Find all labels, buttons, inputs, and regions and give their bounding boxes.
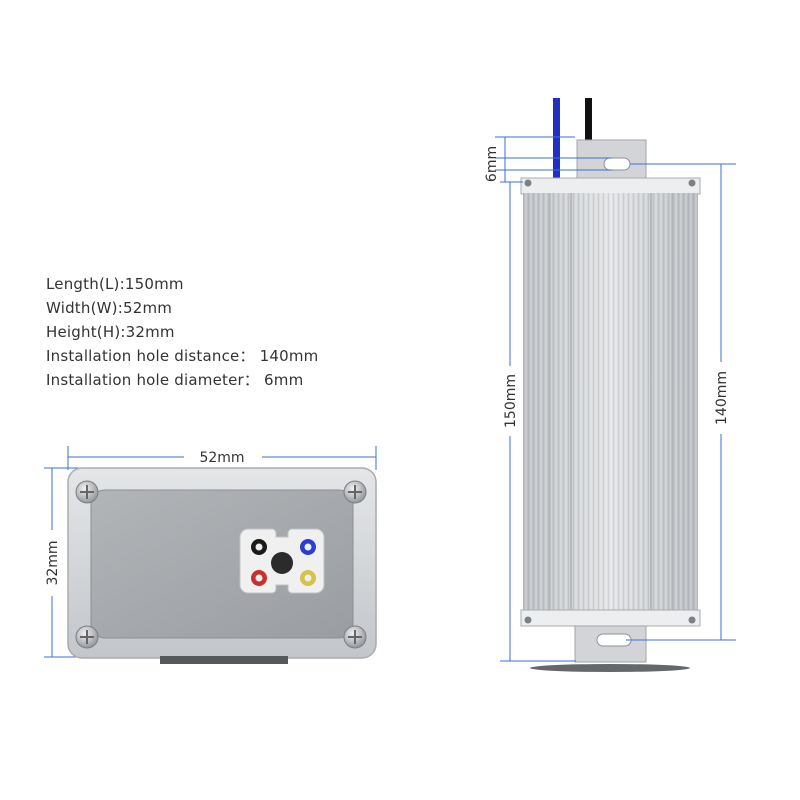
length-dimension: 150mm [500,181,576,662]
screw-icon [524,179,532,187]
terminal-block [239,528,325,594]
bottom-mount-hole [596,633,632,647]
center-grommet [271,552,293,574]
blue-wire [553,98,560,180]
front-height-label: 32mm [45,540,61,585]
hole-diameter-label: 6mm [484,146,500,182]
spec-height: Height(H):32mm [46,323,175,341]
front-view: 52mm 32mm [44,446,377,664]
screw-icon [75,480,99,504]
spec-width: Width(W):52mm [46,299,173,317]
front-panel [90,489,354,639]
terminal-red-icon [251,570,267,586]
screw-icon [688,179,696,187]
hole-distance-dimension: 140mm [626,163,736,641]
spec-hole-diameter: Installation hole diameter： 6mm [46,371,304,389]
hole-diameter-dimension: 6mm [484,136,612,182]
side-view: 6mm 150mm 140mm [484,98,736,672]
terminal-black-icon [251,539,267,555]
length-label: 150mm [503,374,519,428]
top-end-cap [520,177,701,195]
spec-hole-distance: Installation hole distance： 140mm [46,347,319,365]
front-width-dimension: 52mm [67,446,377,470]
front-base [160,656,288,664]
black-wire [585,98,592,180]
top-mount-hole [603,157,631,171]
screw-icon [343,625,367,649]
screw-icon [688,616,696,624]
terminal-blue-icon [300,539,316,555]
bottom-end-cap [520,609,701,627]
spec-length: Length(L):150mm [46,275,184,293]
bottom-shadow [530,664,690,672]
screw-icon [343,480,367,504]
screw-icon [75,625,99,649]
front-width-label: 52mm [199,450,244,466]
hole-distance-label: 140mm [714,371,730,425]
terminal-yellow-icon [300,570,316,586]
screw-icon [524,616,532,624]
spec-list: Length(L):150mm Width(W):52mm Height(H):… [46,272,318,392]
